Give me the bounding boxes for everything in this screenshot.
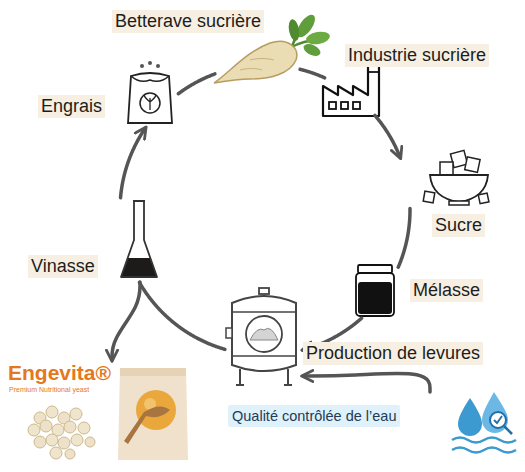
flask-icon xyxy=(121,201,157,277)
beet-icon xyxy=(240,69,262,71)
bag-icon xyxy=(144,95,156,110)
flask-icon xyxy=(121,201,157,277)
beet-icon xyxy=(250,59,274,61)
factory-icon xyxy=(368,71,379,73)
stage-label: Premium Nutritional yeast xyxy=(9,386,89,395)
yeast-flakes xyxy=(46,434,58,446)
cycle-arrow xyxy=(121,128,146,198)
sugar-icon xyxy=(423,191,435,203)
beet-icon xyxy=(305,30,331,46)
sugar-icon xyxy=(423,150,489,205)
water-icon xyxy=(452,392,516,453)
cycle-stage: Qualité contrôlée de l’eau xyxy=(225,392,520,462)
stage-label: Mélasse xyxy=(410,279,483,302)
bag-icon xyxy=(140,93,160,113)
cycle-arrow xyxy=(139,282,225,349)
product-package xyxy=(124,406,170,444)
yeast-flakes xyxy=(71,434,83,446)
cycle-stage: Sucre xyxy=(395,158,492,208)
tank-icon xyxy=(239,369,241,385)
yeast-flakes xyxy=(85,437,95,447)
yeast-flakes xyxy=(28,406,95,459)
bag-icon xyxy=(131,76,169,81)
sugar-icon xyxy=(440,162,453,175)
water-icon xyxy=(490,412,506,428)
bag-icon xyxy=(128,73,172,123)
factory-icon xyxy=(341,102,348,109)
stage-label: Engevita® xyxy=(8,361,111,384)
cycle-stage: Engrais xyxy=(122,58,178,128)
cycle-arrow xyxy=(178,74,215,94)
stage-label: Industrie sucrière xyxy=(345,44,489,67)
yeast-flakes xyxy=(64,421,76,433)
cycle-arrow xyxy=(303,373,430,392)
stage-label: Sucre xyxy=(432,214,485,237)
bag-icon xyxy=(128,61,172,123)
cycle-stage: Betterave sucrière xyxy=(215,25,300,80)
jar-icon xyxy=(358,265,392,273)
cycle-arrow xyxy=(375,115,400,157)
yeast-flakes xyxy=(46,406,58,418)
bag-icon xyxy=(156,64,160,68)
product-package xyxy=(118,368,188,460)
stage-label: Vinasse xyxy=(28,255,98,278)
tank-icon xyxy=(226,328,232,338)
factory-icon xyxy=(323,64,379,116)
water-icon xyxy=(494,416,502,423)
tank-icon xyxy=(226,288,296,385)
product-package xyxy=(118,368,188,460)
factory-icon xyxy=(353,102,360,109)
tank-icon xyxy=(287,369,289,385)
tank-icon xyxy=(232,296,296,371)
yeast-flakes xyxy=(78,422,90,434)
water-icon xyxy=(504,426,512,434)
cycle-arrow xyxy=(300,69,325,78)
cycle-stage: Production de levures xyxy=(225,288,303,386)
factory-icon xyxy=(329,102,336,109)
sugar-icon xyxy=(465,157,480,172)
tank-icon xyxy=(236,384,244,386)
beet-icon xyxy=(287,18,301,41)
cycle-stage: Engevita® Premium Nutritional yeast xyxy=(5,360,190,462)
jar-icon xyxy=(356,265,394,316)
tank-icon xyxy=(232,355,296,357)
cycle-stage: Mélasse xyxy=(352,262,398,318)
tank-icon xyxy=(284,384,292,386)
stage-label: Production de levures xyxy=(303,342,483,365)
yeast-flakes xyxy=(65,449,75,459)
sugar-icon xyxy=(478,193,489,204)
bag-icon xyxy=(140,64,144,68)
water-icon xyxy=(452,448,516,453)
sugar-icon xyxy=(449,201,469,205)
stage-label: Betterave sucrière xyxy=(112,10,264,33)
product-package xyxy=(120,368,186,376)
yeast-flakes xyxy=(40,420,52,432)
yeast-flakes xyxy=(70,408,82,420)
cycle-stage: Vinasse xyxy=(118,198,162,282)
stage-label: Engrais xyxy=(38,95,105,118)
yeast-flakes xyxy=(50,447,62,459)
jar-icon xyxy=(358,282,392,314)
factory-icon xyxy=(323,64,379,116)
tank-icon xyxy=(259,288,269,294)
yeast-flakes xyxy=(34,436,46,448)
stage-label: Qualité contrôlée de l’eau xyxy=(228,405,400,427)
water-icon xyxy=(452,438,516,443)
bag-icon xyxy=(148,61,152,65)
yeast-flakes xyxy=(28,424,40,436)
beet-icon xyxy=(302,42,323,59)
tank-icon xyxy=(250,328,278,340)
cycle-arrow xyxy=(398,209,410,268)
tank-icon xyxy=(246,316,282,352)
beet-icon xyxy=(214,41,297,83)
cycle-arrow xyxy=(112,282,140,360)
water-icon xyxy=(458,398,482,436)
tank-icon xyxy=(232,311,296,313)
cycle-stage: Industrie sucrière xyxy=(325,62,383,115)
yeast-flakes xyxy=(58,437,70,449)
jar-icon xyxy=(356,273,394,316)
